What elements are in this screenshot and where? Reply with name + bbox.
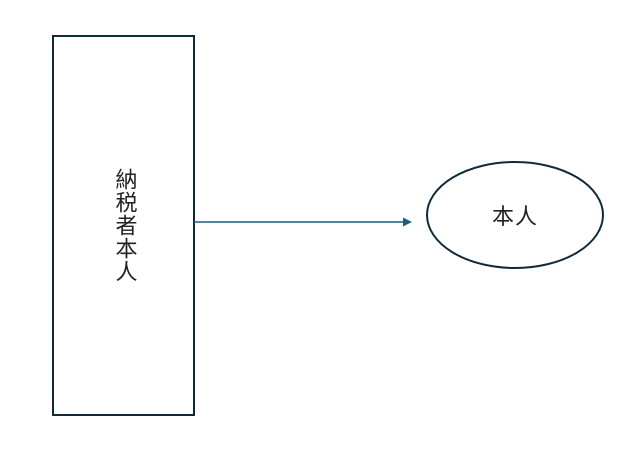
connector-arrowhead [403,217,412,227]
self-ellipse [426,161,604,269]
taxpayer-box [52,35,195,416]
